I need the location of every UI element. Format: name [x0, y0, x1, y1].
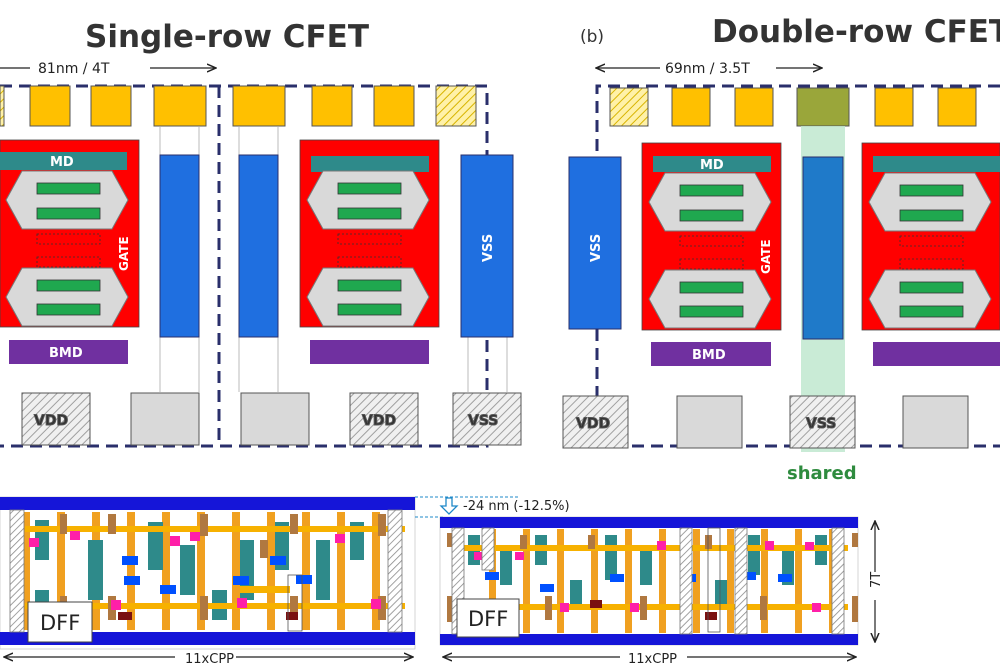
vdd-pin [562, 395, 629, 449]
left-device-2 [299, 139, 440, 364]
left-width-dimension: 81nm / 4T [0, 61, 216, 77]
left-layout: DFF [0, 496, 416, 650]
left-pin-row: VDD VDD VSS [21, 392, 522, 446]
vdd-pin [21, 392, 91, 446]
right-device-2 [861, 142, 1000, 366]
right-device-1: MD GATE BMD [641, 142, 782, 366]
md-label: MD [50, 155, 74, 170]
reduction-label: -24 nm (-12.5%) [463, 499, 570, 514]
right-vss-rail: VSS [568, 156, 622, 330]
height-label: 7T [869, 572, 884, 588]
vss-rail-label: VSS [481, 234, 496, 262]
pad [874, 87, 914, 127]
pin-label: VSS [468, 413, 498, 429]
pad [153, 85, 207, 127]
left-pad-row [0, 85, 477, 127]
pin-label: VSS [806, 416, 836, 432]
pad [90, 85, 132, 127]
pin-label: VDD [362, 413, 396, 429]
pad [734, 87, 774, 127]
pad [29, 85, 71, 127]
pad-hatched [0, 85, 5, 127]
pad [671, 87, 711, 127]
pad-hatched [435, 85, 477, 127]
pad [373, 85, 415, 127]
shared-rail [802, 156, 844, 340]
right-pad-row [609, 87, 977, 127]
pin [676, 395, 743, 449]
right-cpp-dimension: 11xCPP [443, 652, 856, 666]
right-width-label: 69nm / 3.5T [665, 61, 750, 77]
shared-label: shared [787, 463, 857, 484]
bmd-label: BMD [49, 346, 83, 361]
pin-label: VDD [576, 416, 610, 432]
height-reduction: -24 nm (-12.5%) [415, 496, 570, 518]
left-title: Single-row CFET [85, 19, 369, 55]
pad [232, 85, 286, 127]
vdd-pin [349, 392, 419, 446]
right-cell-boundary [595, 84, 1000, 448]
right-cpp-label: 11xCPP [628, 652, 677, 666]
right-layout: DFF [439, 516, 859, 646]
gate-label: GATE [759, 239, 773, 274]
pad-hatched [609, 87, 649, 127]
bmd-label: BMD [692, 348, 726, 363]
pad [311, 85, 353, 127]
arrow-down-icon [439, 497, 459, 515]
pin-label: VDD [34, 413, 68, 429]
pad [937, 87, 977, 127]
vss-rail-label: VSS [589, 234, 604, 262]
panel-letter: (b) [580, 27, 604, 47]
left-cpp-dimension: 11xCPP [4, 652, 413, 666]
vss-pin [789, 395, 856, 449]
pad-shared [796, 87, 850, 127]
left-cpp-label: 11xCPP [185, 652, 234, 666]
pin [240, 392, 310, 446]
right-width-dimension: 69nm / 3.5T [596, 61, 822, 77]
left-dff-label: DFF [40, 611, 80, 635]
pin [130, 392, 200, 446]
right-title: Double-row CFET [712, 14, 1000, 50]
left-rails: VSS [159, 127, 514, 392]
height-dimension: 7T [869, 521, 884, 642]
vss-pin [452, 392, 522, 446]
right-pin-row: VDD VSS [562, 395, 969, 449]
left-device-1: MD GATE BMD [0, 139, 140, 364]
pin [902, 395, 969, 449]
gate-label: GATE [117, 236, 131, 271]
left-width-label: 81nm / 4T [38, 61, 110, 77]
md-label: MD [700, 158, 724, 173]
right-dff-label: DFF [468, 607, 508, 631]
